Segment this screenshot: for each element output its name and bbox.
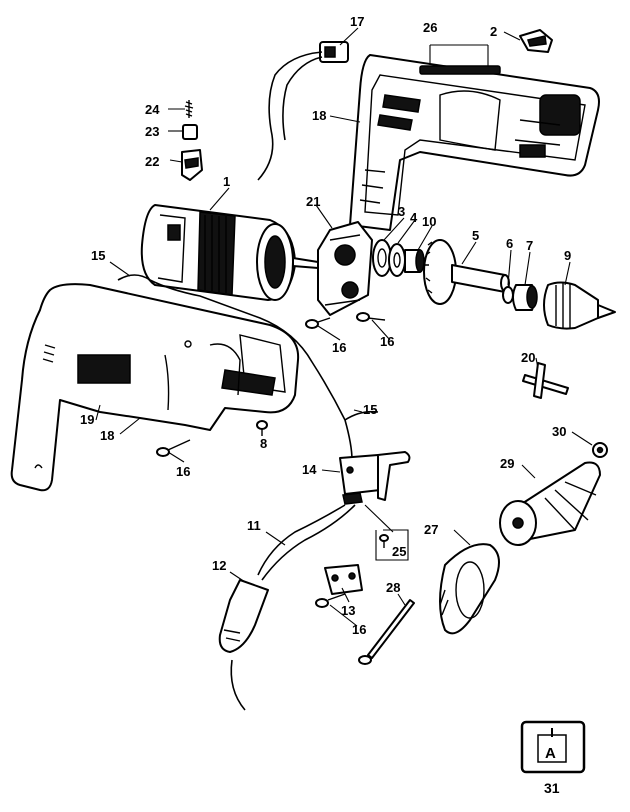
badge-letter: A bbox=[545, 745, 556, 762]
screw-16-upper-right bbox=[356, 312, 386, 322]
callout-4: 4 bbox=[410, 210, 418, 225]
callout-23: 23 bbox=[145, 124, 159, 139]
screw-8 bbox=[256, 420, 268, 436]
housing-top-bracket bbox=[419, 44, 501, 75]
callout-10: 10 bbox=[422, 214, 436, 229]
callout-13: 13 bbox=[341, 603, 355, 618]
terminal-block bbox=[257, 41, 349, 181]
callout-21: 21 bbox=[306, 194, 320, 209]
spindle-gear bbox=[423, 239, 510, 305]
front-housing-half bbox=[10, 283, 300, 492]
page-badge: A 31 bbox=[520, 720, 586, 796]
callout-16-c: 16 bbox=[176, 464, 190, 479]
washer-3 bbox=[372, 239, 392, 277]
cord-guard bbox=[218, 579, 269, 653]
callout-24: 24 bbox=[145, 102, 160, 117]
handle-nut bbox=[592, 442, 608, 458]
callout-25: 25 bbox=[392, 544, 406, 559]
callout-3: 3 bbox=[398, 204, 405, 219]
screw-25 bbox=[379, 534, 389, 548]
gear-plate bbox=[317, 221, 373, 316]
callout-27: 27 bbox=[424, 522, 438, 537]
spacer-10 bbox=[404, 249, 425, 273]
callout-16-a: 16 bbox=[332, 340, 346, 355]
callout-leaders bbox=[95, 27, 593, 627]
screw-16-left bbox=[156, 439, 191, 457]
motor-cord bbox=[117, 274, 379, 461]
side-handle-grip bbox=[499, 461, 601, 546]
callout-16-d: 16 bbox=[352, 622, 366, 637]
callout-26: 26 bbox=[423, 20, 437, 35]
callout-20: 20 bbox=[521, 350, 535, 365]
chuck-key bbox=[522, 362, 569, 399]
callout-9: 9 bbox=[564, 248, 571, 263]
callout-12: 12 bbox=[212, 558, 226, 573]
callout-labels: 1 2 3 4 5 6 7 8 9 10 11 12 13 14 15 15 1… bbox=[80, 14, 571, 637]
callout-1: 1 bbox=[223, 174, 230, 189]
callout-17: 17 bbox=[350, 14, 364, 29]
side-handle-collar bbox=[439, 543, 500, 635]
callout-29: 29 bbox=[500, 456, 514, 471]
callout-14: 14 bbox=[302, 462, 317, 477]
drill-chuck bbox=[543, 281, 616, 330]
brush-holder bbox=[181, 149, 203, 181]
rear-housing-half bbox=[349, 54, 600, 231]
depth-rod bbox=[358, 599, 415, 665]
callout-28: 28 bbox=[386, 580, 400, 595]
spindle-collar bbox=[512, 284, 538, 311]
screw-16-upper-left bbox=[305, 317, 331, 329]
callout-18-upper: 18 bbox=[312, 108, 326, 123]
page-number: 31 bbox=[544, 780, 560, 796]
callout-22: 22 bbox=[145, 154, 159, 169]
cord-clamp bbox=[324, 564, 363, 595]
carbon-brush bbox=[182, 124, 198, 140]
washer-4 bbox=[388, 243, 406, 277]
callout-7: 7 bbox=[526, 238, 533, 253]
callout-18-lower: 18 bbox=[100, 428, 114, 443]
callout-19: 19 bbox=[80, 412, 94, 427]
trigger-switch bbox=[339, 451, 411, 505]
screw-16-lower bbox=[315, 593, 346, 608]
callout-15-lower: 15 bbox=[363, 402, 377, 417]
callout-8: 8 bbox=[260, 436, 267, 451]
callout-30: 30 bbox=[552, 424, 566, 439]
callout-5: 5 bbox=[472, 228, 479, 243]
motor-assembly bbox=[140, 204, 319, 301]
callout-15-upper: 15 bbox=[91, 248, 105, 263]
mains-cable bbox=[230, 504, 356, 711]
callout-2: 2 bbox=[490, 24, 497, 39]
retaining-ring bbox=[502, 286, 514, 304]
retaining-clip bbox=[519, 29, 553, 53]
callout-6: 6 bbox=[506, 236, 513, 251]
callout-16-b: 16 bbox=[380, 334, 394, 349]
brush-spring bbox=[184, 100, 194, 118]
callout-11: 11 bbox=[247, 518, 261, 533]
